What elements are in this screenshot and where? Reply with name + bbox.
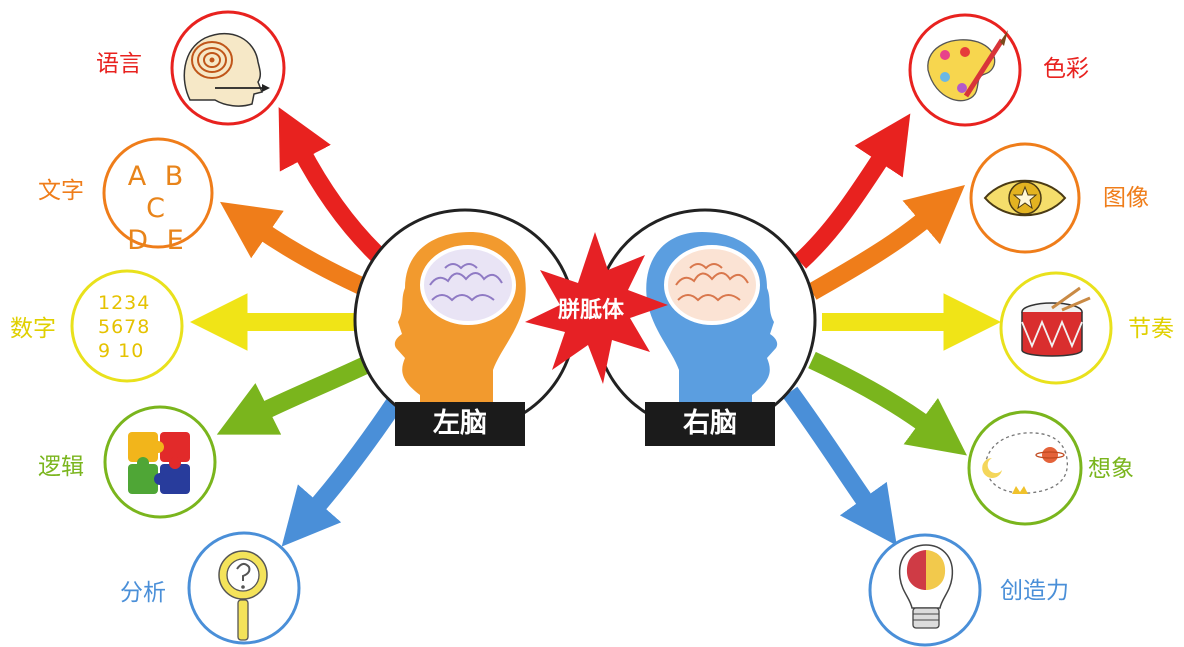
right-brain-shape <box>664 245 760 325</box>
eye-star-icon <box>983 179 1067 217</box>
numbers-glyph-line-3: 9 10 <box>98 340 145 362</box>
numbers-glyph-line-2: 5678 <box>98 316 151 338</box>
label-logic: 逻辑 <box>38 454 84 480</box>
left-brain-folds <box>429 263 503 302</box>
right-arrows <box>782 113 1002 546</box>
drum-icon <box>1021 286 1091 357</box>
arrow-left-blue <box>281 390 408 547</box>
arrow-right-blue <box>782 386 897 546</box>
puzzle-icon <box>128 432 190 494</box>
left-circle-3 <box>70 269 184 383</box>
arrow-right-red <box>793 113 911 269</box>
right-brain-folds <box>675 263 749 302</box>
arrow-left-orange <box>220 201 374 299</box>
left-brain-shape <box>420 245 516 325</box>
letters-icon: A B C D E <box>115 161 201 257</box>
corpus-callosum-burst <box>525 232 668 384</box>
numbers-icon: 1234 5678 9 10 <box>98 291 168 363</box>
label-analysis: 分析 <box>120 580 166 606</box>
center-label: 胼胝体 <box>558 298 625 323</box>
right-brain-group <box>593 208 817 432</box>
label-language: 语言 <box>96 51 142 77</box>
label-text: 文字 <box>38 178 84 204</box>
left-circle-4 <box>103 405 217 519</box>
label-image: 图像 <box>1103 185 1149 211</box>
palette-icon <box>927 30 1008 102</box>
left-brain-group <box>353 208 577 432</box>
label-imagination: 想象 <box>1088 456 1134 482</box>
letters-glyph-line-2: D E <box>127 225 189 256</box>
left-arrows <box>189 107 408 547</box>
right-icon-circles <box>868 13 1113 647</box>
label-color: 色彩 <box>1043 56 1089 82</box>
arrow-left-green <box>216 353 376 435</box>
letters-glyph-line-1: A B C <box>127 161 189 224</box>
spiral-head-icon <box>183 32 270 107</box>
arrow-right-green <box>808 351 967 456</box>
right-brain-tag: 右脑 <box>645 402 775 446</box>
dream-icon <box>982 432 1068 494</box>
arrow-right-orange <box>807 185 965 300</box>
left-circle-2 <box>102 137 214 249</box>
arrow-left-red <box>278 107 392 269</box>
label-creativity: 创造力 <box>1000 578 1069 604</box>
label-numbers: 数字 <box>10 316 56 342</box>
left-icon-circles <box>70 10 301 645</box>
lightbulb-brain-icon <box>898 544 954 629</box>
right-circle-4 <box>967 410 1083 526</box>
magnifier-question-icon <box>218 550 268 641</box>
left-brain-tag: 左脑 <box>395 402 525 446</box>
label-rhythm: 节奏 <box>1128 316 1174 342</box>
numbers-glyph-line-1: 1234 <box>98 292 151 314</box>
